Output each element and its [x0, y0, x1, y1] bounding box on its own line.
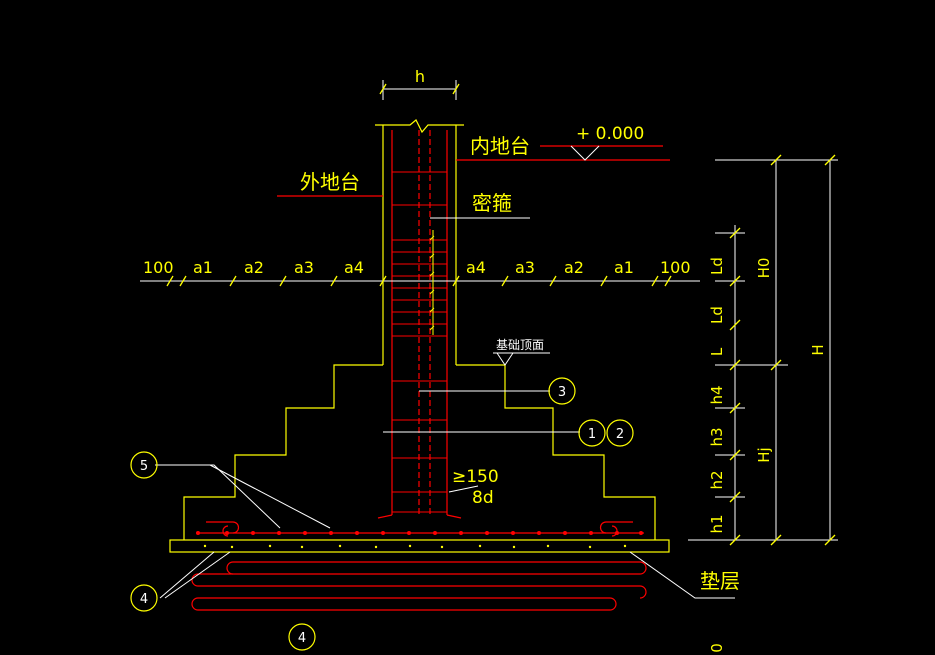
annotation-lines: [140, 80, 838, 599]
dimension-ticks: [166, 83, 672, 287]
callout-3: 3: [558, 385, 566, 400]
callout-4a: 4: [140, 592, 148, 607]
vertical-dimensions: Ld Ld L h4 h3 h2 h1 H0 Hj H 0: [708, 257, 827, 653]
column-rebar: [377, 130, 462, 519]
callout-2: 2: [616, 427, 624, 442]
dim-right-100: 100: [660, 258, 691, 277]
callout-numbers: 3 1 2 5 4 4: [140, 385, 624, 646]
callout-circles: [130, 377, 634, 651]
dim-h2: h2: [708, 470, 726, 489]
stirrups: [392, 171, 447, 513]
label-foundation-top: 基础顶面: [496, 338, 544, 352]
foundation-outline: [169, 119, 670, 553]
dim-right-a3: a3: [515, 258, 535, 277]
dim-right-a4: a4: [466, 258, 486, 277]
vertical-dimension-ticks: [729, 154, 836, 546]
dim-left-a3: a3: [294, 258, 314, 277]
label-dense-stirrup: 密箍: [472, 191, 512, 215]
base-rebar-dots: [196, 531, 643, 535]
dim-right-a1: a1: [614, 258, 634, 277]
label-h: h: [415, 67, 425, 86]
dim-h-total: H: [809, 344, 827, 355]
label-outer-ground: 外地台: [300, 170, 360, 194]
dim-h4: h4: [708, 385, 726, 404]
dim-left-a4: a4: [344, 258, 364, 277]
label-inner-ground: 内地台: [470, 134, 530, 158]
dim-h1: h1: [708, 514, 726, 533]
dim-bottom-cut: 0: [708, 643, 726, 653]
callout-5: 5: [140, 459, 148, 474]
dim-right-a2: a2: [564, 258, 584, 277]
dim-h3: h3: [708, 427, 726, 446]
dim-left-100: 100: [143, 258, 174, 277]
dim-hj: Hj: [755, 447, 773, 462]
dim-h0: H0: [755, 258, 773, 279]
rebar-detail-bars: [191, 561, 647, 611]
horizontal-dimensions: 100 a1 a2 a3 a4 a4 a3 a2 a1 100: [143, 258, 691, 277]
label-8d: 8d: [472, 488, 494, 508]
cushion-aggregate: [203, 544, 627, 549]
dim-l: L: [708, 347, 726, 356]
dim-ld-2: Ld: [708, 306, 726, 324]
dim-left-a1: a1: [193, 258, 213, 277]
callout-4b: 4: [298, 631, 306, 646]
label-ge150: ≥150: [452, 467, 499, 487]
base-mesh-rebar: [196, 521, 644, 537]
callout-1: 1: [588, 427, 596, 442]
label-cushion: 垫层: [700, 569, 740, 593]
ground-lines: [277, 145, 670, 197]
stirrup-dim-ticks: [429, 230, 435, 335]
label-elevation: + 0.000: [576, 124, 644, 144]
dim-ld-1: Ld: [708, 257, 726, 275]
dim-left-a2: a2: [244, 258, 264, 277]
